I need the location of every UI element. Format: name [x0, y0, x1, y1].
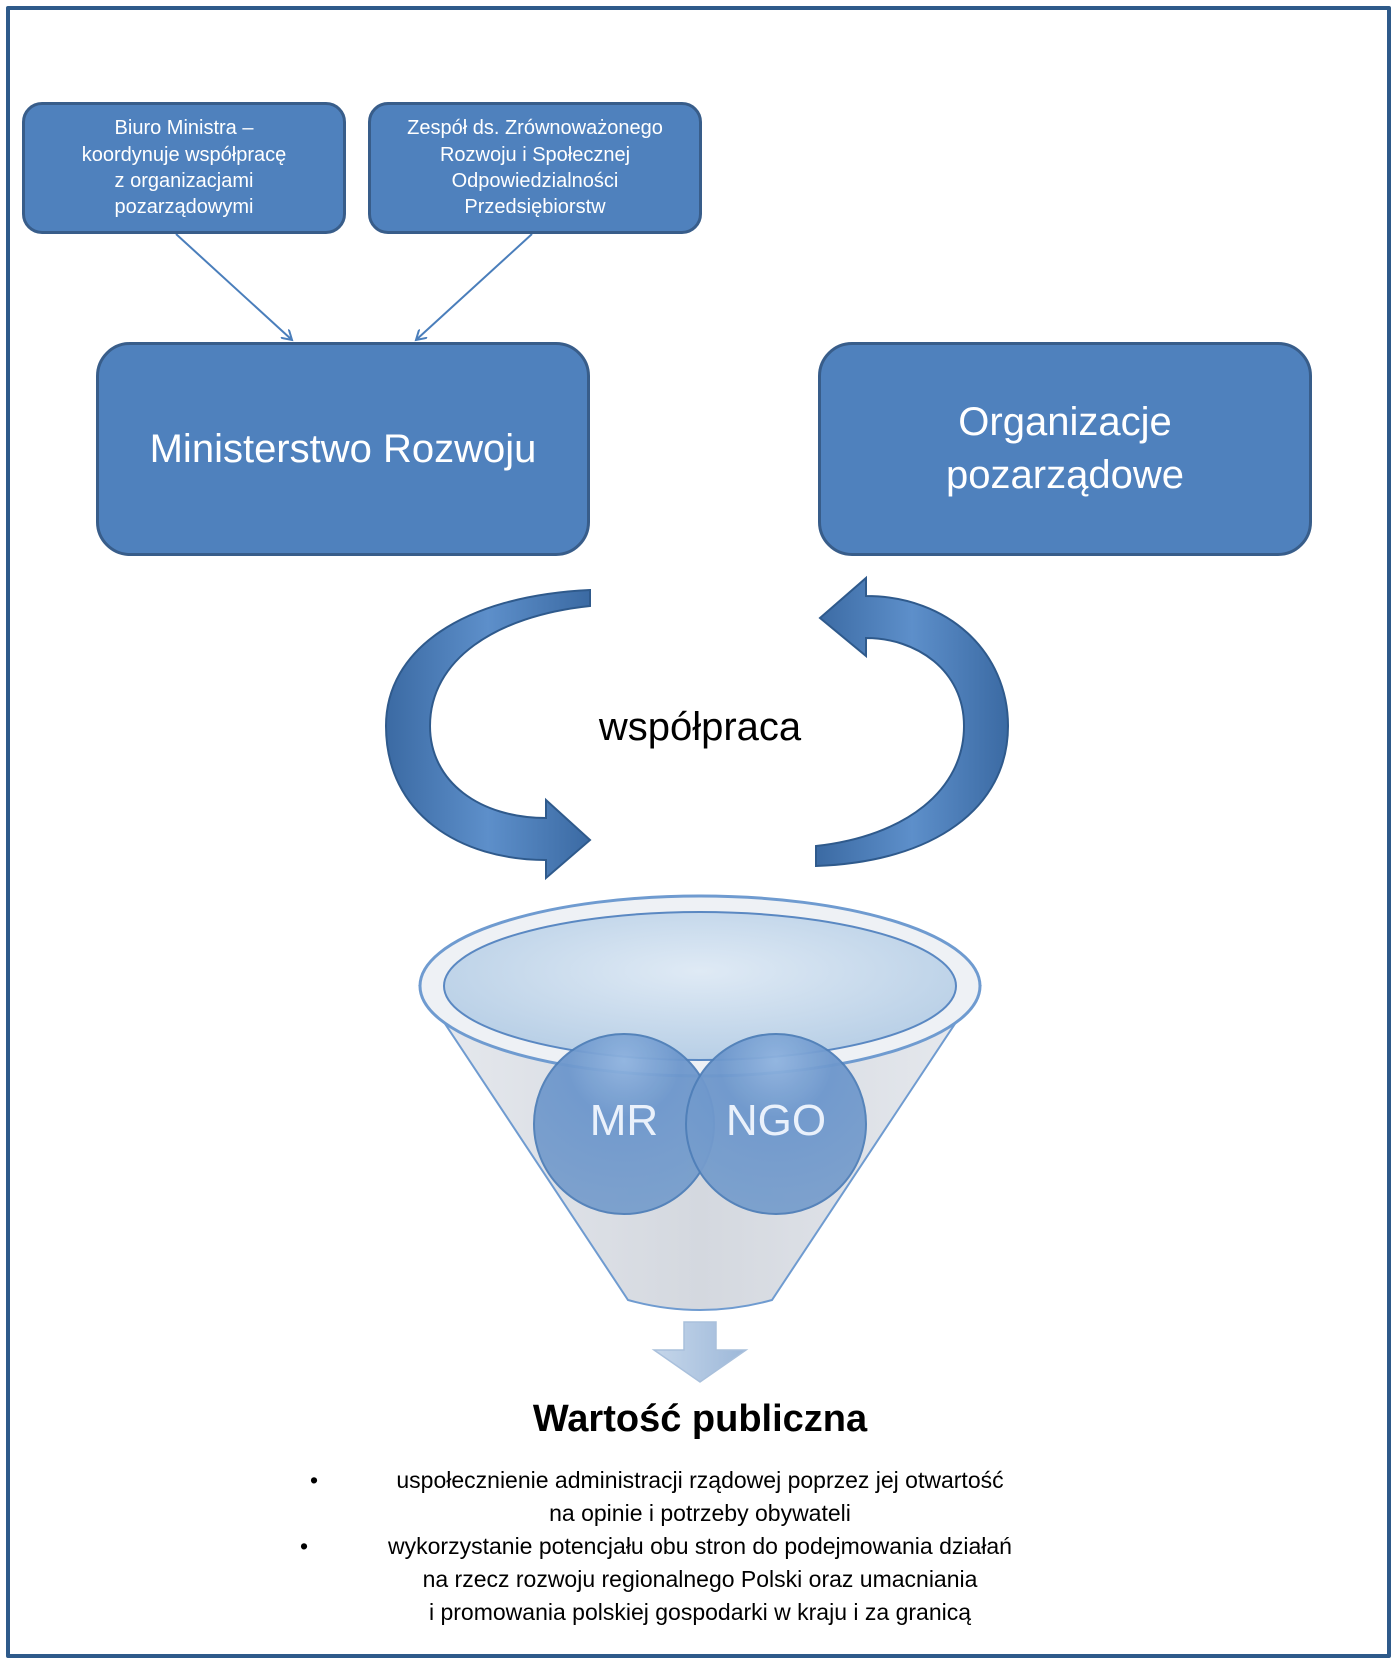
bullet-1-line-1: uspołecznienie administracji rządowej po… — [396, 1467, 1004, 1493]
bullet-dot-icon: • — [310, 1467, 319, 1493]
result-bullet-list: • uspołecznienie administracji rządowej p… — [280, 1464, 1120, 1629]
box-ministerstwo-rozwoju: Ministerstwo Rozwoju — [96, 342, 590, 556]
organizacje-line-1: Organizacje — [958, 400, 1172, 445]
connector-arrow-biuro — [175, 233, 292, 340]
cycle-arrow-right — [815, 575, 1010, 868]
bullet-1-line-2: na opinie i potrzeby obywateli — [549, 1500, 851, 1526]
zespol-line-4: Przedsiębiorstw — [464, 196, 606, 219]
biuro-line-3: z organizacjami — [114, 170, 254, 192]
result-title: Wartość publiczna — [532, 1398, 868, 1440]
zespol-line-1: Zespół ds. Zrównoważonego — [407, 117, 663, 140]
biuro-line-2: koordynuje współpracę — [81, 143, 287, 166]
cycle-arrow-left — [384, 588, 592, 881]
ngo-label: NGO — [725, 1096, 827, 1145]
cooperation-label: współpraca — [598, 705, 802, 749]
down-arrow-icon — [651, 1321, 749, 1383]
ministerstwo-label: Ministerstwo Rozwoju — [149, 426, 537, 471]
bullet-2-line-1: wykorzystanie potencjału obu stron do po… — [388, 1533, 1012, 1559]
biuro-line-1: Biuro Ministra – — [114, 117, 254, 140]
organizacje-line-2: pozarządowe — [946, 453, 1184, 497]
diagram-frame — [6, 6, 1391, 1658]
box-biuro-ministra: Biuro Ministra – koordynuje współpracę z… — [22, 102, 346, 234]
zespol-line-2: Rozwoju i Społecznej — [439, 143, 631, 166]
bullet-2-line-2: na rzecz rozwoju regionalnego Polski ora… — [422, 1566, 978, 1592]
box-zespol: Zespół ds. Zrównoważonego Rozwoju i Społ… — [368, 102, 702, 234]
box-organizacje-pozarzadowe: Organizacje pozarządowe — [818, 342, 1312, 556]
result-bullet-1: • uspołecznienie administracji rządowej p… — [280, 1464, 1120, 1530]
result-bullet-2: • wykorzystanie potencjału obu stron do p… — [280, 1530, 1120, 1629]
mr-label: MR — [589, 1096, 659, 1145]
bullet-2-line-3: i promowania polskiej gospodarki w kraju… — [428, 1599, 972, 1625]
bullet-dot-icon: • — [300, 1533, 309, 1559]
biuro-line-4: pozarządowymi — [114, 196, 254, 219]
ngo-circle — [685, 1033, 867, 1215]
connector-arrow-zespol — [416, 233, 533, 340]
zespol-line-3: Odpowiedzialności — [451, 170, 619, 192]
